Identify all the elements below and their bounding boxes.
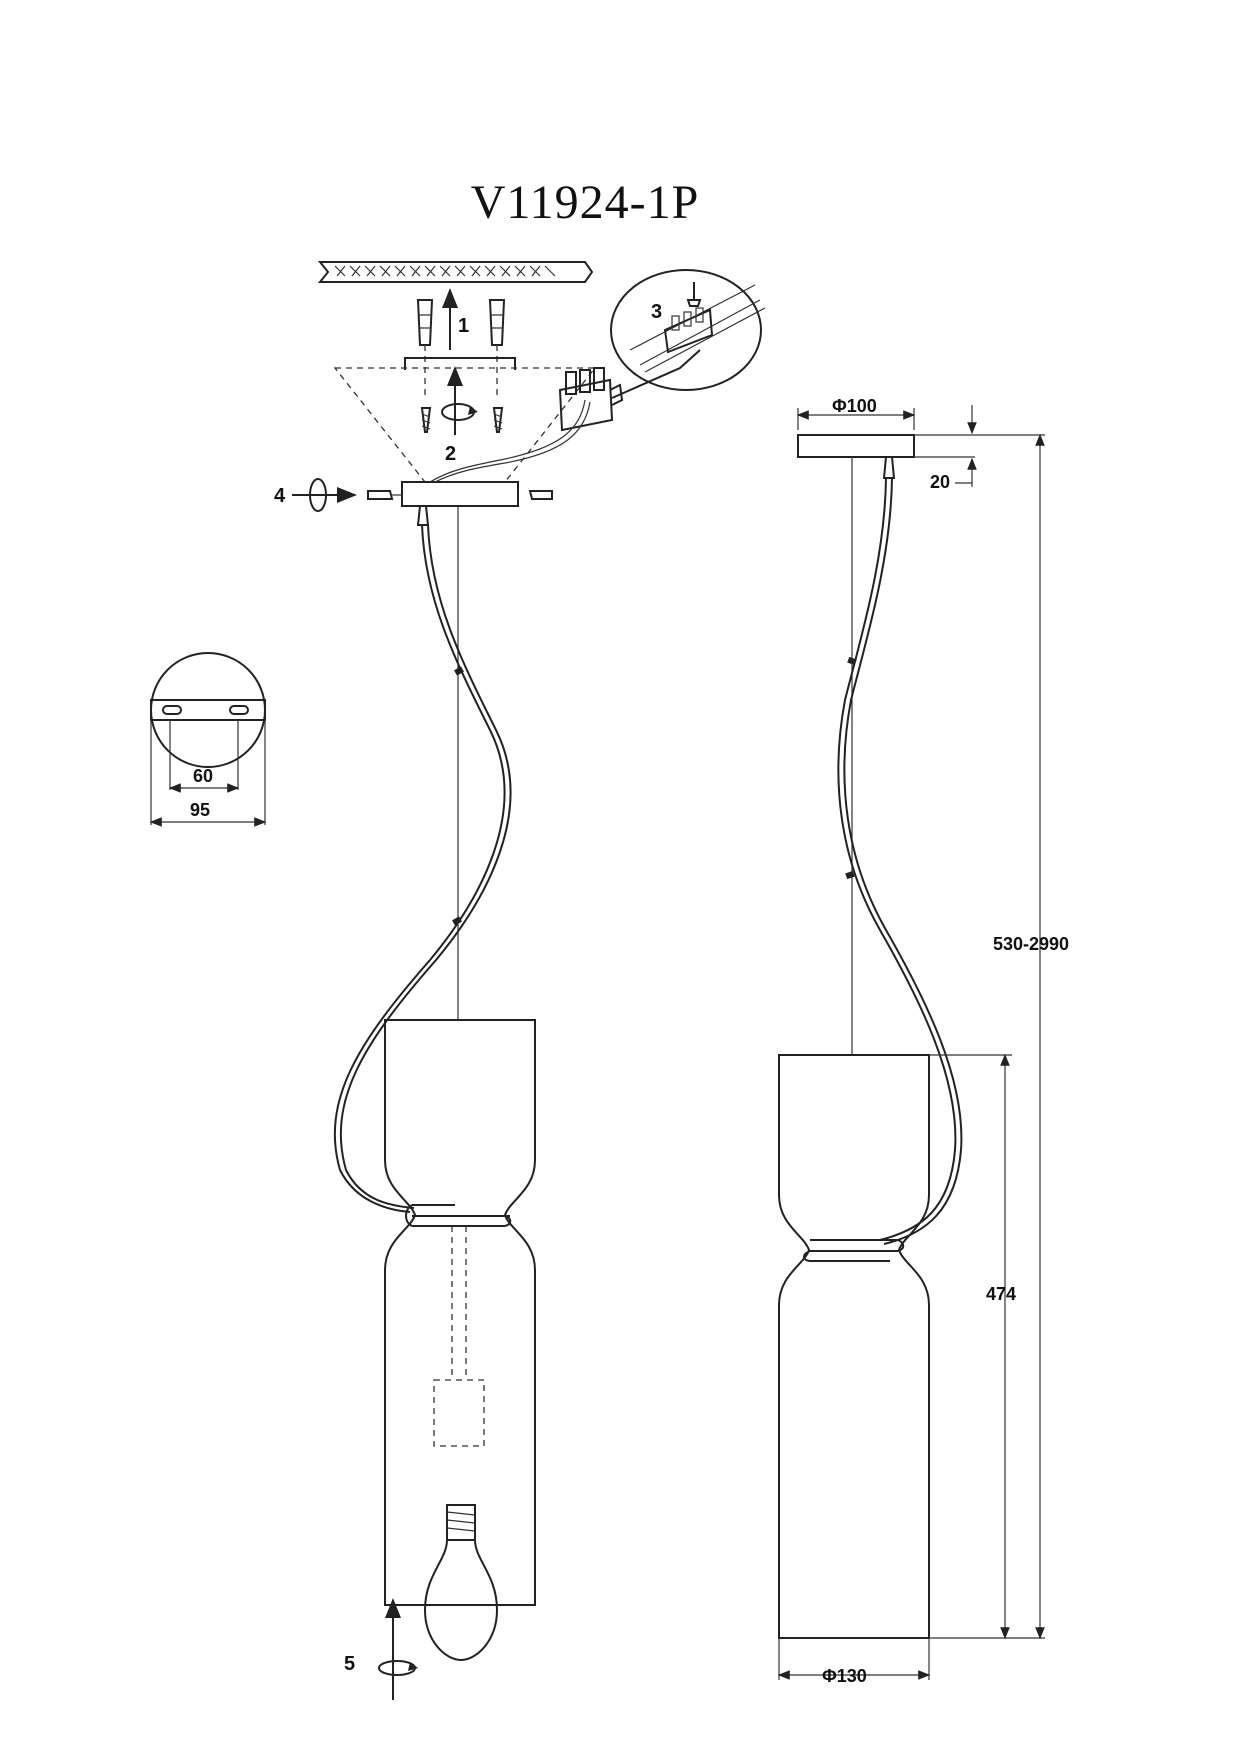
set-screw-right-icon xyxy=(528,490,553,500)
suspension-left xyxy=(333,512,512,1213)
screw-right-icon xyxy=(492,407,504,433)
wall-anchor-left xyxy=(416,299,434,346)
step-4-group: 4 xyxy=(274,478,553,512)
canopy-outline xyxy=(333,367,597,483)
suspension-right xyxy=(837,463,963,1245)
screw-left-icon xyxy=(420,407,432,433)
dim-plate-diameter: 95 xyxy=(190,800,210,820)
dim-shade-height: 474 xyxy=(986,1284,1016,1304)
terminal-block xyxy=(558,349,701,432)
set-screw-left-icon xyxy=(367,490,394,500)
shade-right xyxy=(778,1054,930,1639)
dim-overall-height: 530-2990 xyxy=(993,934,1069,954)
canopy-right: Φ100 20 xyxy=(796,396,1045,492)
step-3-detail: 3 xyxy=(610,269,766,391)
step-2-group: 2 xyxy=(420,366,504,465)
ceiling-surface xyxy=(317,261,594,283)
canopy-left xyxy=(401,399,591,526)
mounting-plate-detail: 60 95 xyxy=(149,652,267,827)
step-3-label: 3 xyxy=(651,301,662,323)
model-title: V11924-1P xyxy=(470,176,700,229)
step-4-label: 4 xyxy=(274,485,286,507)
dim-canopy-diameter: Φ100 xyxy=(832,396,877,416)
dim-hole-spacing: 60 xyxy=(193,766,213,786)
step-2-label: 2 xyxy=(445,443,456,465)
step-1-group: 1 xyxy=(416,288,506,395)
step-5-group: 5 xyxy=(344,1598,418,1700)
bulb-icon xyxy=(423,1504,499,1662)
slot-left xyxy=(162,705,182,715)
slot-right xyxy=(229,705,249,715)
dim-canopy-height: 20 xyxy=(930,472,950,492)
height-dimensions: 474 530-2990 Φ130 xyxy=(777,433,1069,1686)
mounting-bracket xyxy=(404,357,516,370)
wall-anchor-right xyxy=(488,299,506,346)
shade-left xyxy=(384,1019,536,1606)
dim-shade-diameter: Φ130 xyxy=(822,1666,867,1686)
step-5-label: 5 xyxy=(344,1653,355,1675)
step-1-label: 1 xyxy=(458,315,469,337)
